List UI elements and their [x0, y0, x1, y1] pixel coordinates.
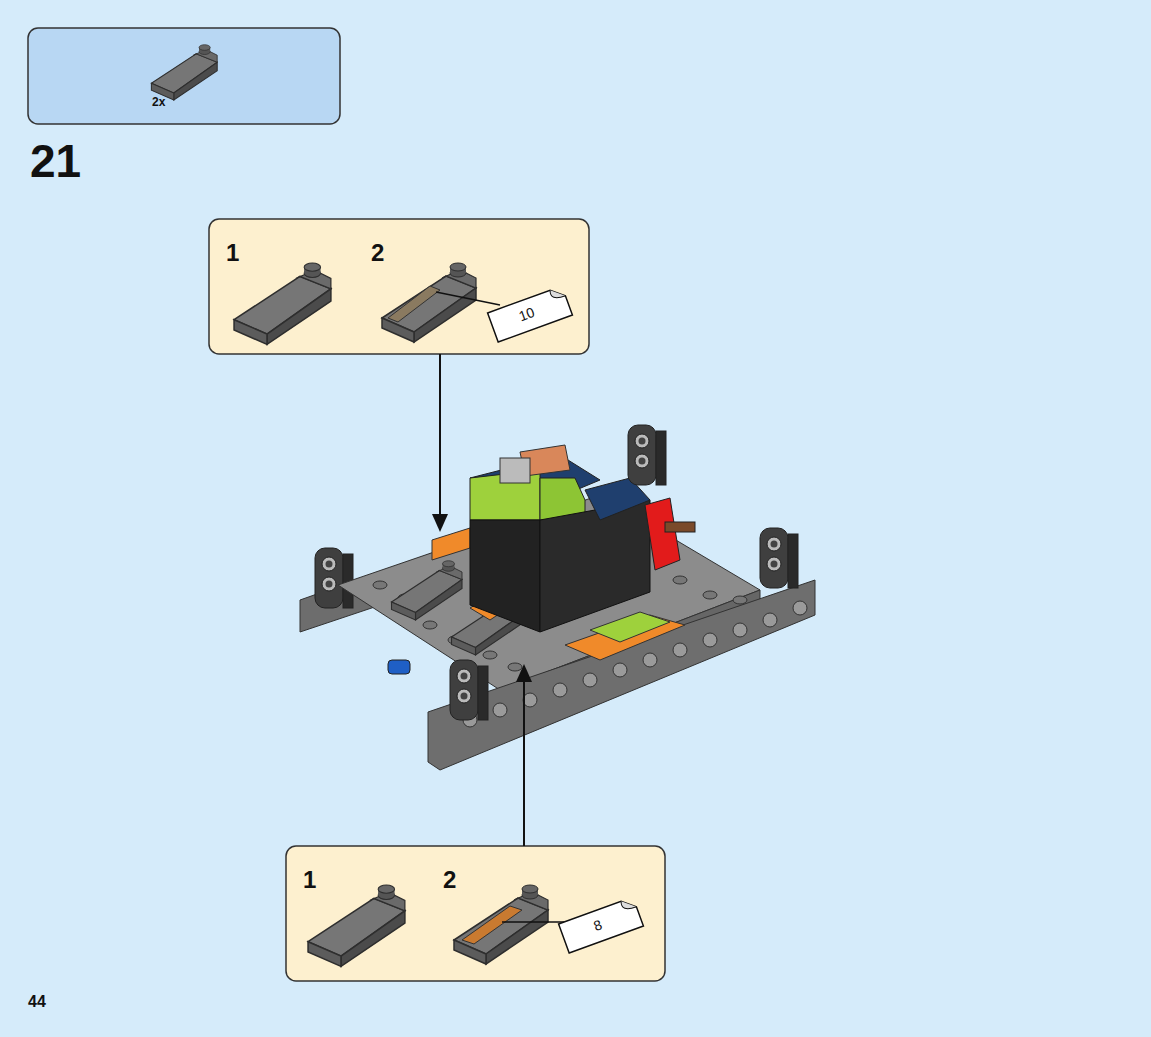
sub-step-number: 1	[226, 241, 239, 265]
sub-step-callout: 1 2 8	[286, 846, 665, 981]
sub-step-number: 2	[443, 868, 456, 892]
model	[300, 425, 815, 770]
parts-panel: 2x	[28, 28, 340, 124]
sticker-card: 8	[557, 895, 646, 955]
step-number: 21	[30, 138, 81, 184]
sticker-card: 10	[486, 284, 575, 344]
sub-step-number: 2	[371, 241, 384, 265]
sub-step-callout: 1 2 10	[209, 219, 589, 354]
page-number: 44	[28, 994, 46, 1010]
part-count: 2x	[152, 96, 165, 108]
sub-step-number: 1	[303, 868, 316, 892]
